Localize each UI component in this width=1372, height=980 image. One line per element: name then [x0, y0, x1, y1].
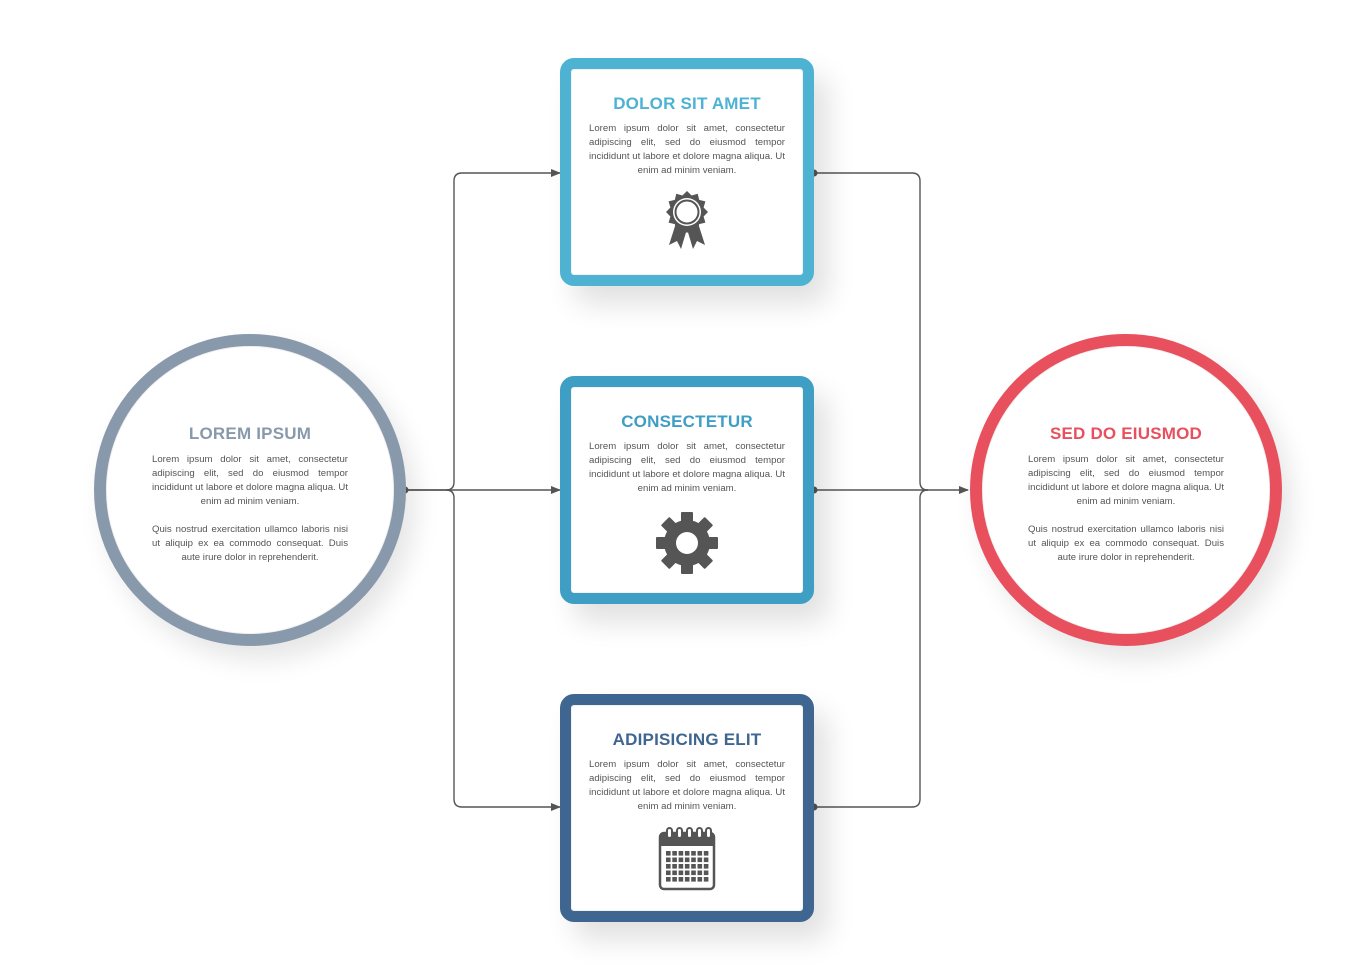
step-text: Lorem ipsum dolor sit amet, consectetur … — [589, 759, 785, 812]
gear-icon — [655, 511, 719, 580]
calendar-day-cell — [697, 857, 703, 863]
step-title: DOLOR SIT AMET — [613, 94, 761, 113]
calendar-day-cell — [691, 877, 696, 882]
step-box-2: CONSECTETUR Lorem ipsum dolor sit amet, … — [560, 376, 814, 604]
calendar-day-cell — [691, 851, 696, 856]
calendar-day-cell — [684, 864, 690, 869]
calendar-day-cell — [703, 851, 709, 856]
calendar-day-cell — [666, 851, 671, 856]
calendar-day-cell — [684, 857, 690, 863]
calendar-day-cell — [691, 857, 696, 863]
calendar-day-cell — [672, 864, 677, 869]
calendar-day-cell — [697, 877, 703, 882]
connector-top-to-right — [814, 172, 929, 491]
connector-left-to-bottom — [445, 489, 561, 811]
left-node-paragraph: Lorem ipsum dolor sit amet, consectetur … — [152, 454, 348, 507]
left-node-paragraph: Quis nostrud exercitation ullamco labori… — [152, 524, 348, 563]
calendar-day-cell — [672, 877, 677, 882]
calendar-day-cell — [678, 851, 684, 856]
calendar-day-cell — [684, 851, 690, 856]
calendar-day-cell — [684, 877, 690, 882]
calendar-day-cell — [678, 870, 684, 876]
step-box-1: DOLOR SIT AMET Lorem ipsum dolor sit ame… — [560, 58, 814, 286]
right-circle-node: SED DO EIUSMOD Lorem ipsum dolor sit ame… — [970, 334, 1282, 646]
step-text: Lorem ipsum dolor sit amet, consectetur … — [589, 441, 785, 494]
calendar-day-cell — [672, 870, 677, 876]
step-box-3: ADIPISICING ELIT Lorem ipsum dolor sit a… — [560, 694, 814, 922]
step-title: CONSECTETUR — [621, 412, 753, 431]
right-node-paragraph: Quis nostrud exercitation ullamco labori… — [1028, 524, 1224, 563]
calendar-day-cell — [703, 877, 709, 882]
calendar-day-cell — [703, 870, 709, 876]
left-circle-node: LOREM IPSUM Lorem ipsum dolor sit amet, … — [94, 334, 406, 646]
calendar-day-cell — [703, 857, 709, 863]
connector-left-to-top — [405, 169, 561, 491]
right-node-title: SED DO EIUSMOD — [1049, 424, 1203, 443]
calendar-day-cell — [678, 857, 684, 863]
calendar-day-cell — [666, 864, 671, 869]
step-title: ADIPISICING ELIT — [612, 730, 762, 749]
calendar-day-cell — [691, 864, 696, 869]
calendar-day-cell — [666, 870, 671, 876]
left-node-title: LOREM IPSUM — [188, 424, 312, 443]
calendar-day-cell — [666, 877, 671, 882]
calendar-day-cell — [672, 851, 677, 856]
connector-bottom-to-right — [814, 489, 929, 808]
calendar-day-cell — [666, 857, 671, 863]
award-ribbon-icon — [662, 189, 712, 258]
calendar-day-cell — [697, 864, 703, 869]
calendar-icon — [658, 827, 716, 896]
calendar-day-cell — [684, 870, 690, 876]
calendar-day-cell — [703, 864, 709, 869]
calendar-day-cell — [678, 864, 684, 869]
calendar-day-cell — [678, 877, 684, 882]
calendar-day-cell — [691, 870, 696, 876]
calendar-day-cell — [697, 851, 703, 856]
calendar-day-cell — [697, 870, 703, 876]
calendar-day-cell — [672, 857, 677, 863]
step-text: Lorem ipsum dolor sit amet, consectetur … — [589, 123, 785, 176]
right-node-paragraph: Lorem ipsum dolor sit amet, consectetur … — [1028, 454, 1224, 507]
